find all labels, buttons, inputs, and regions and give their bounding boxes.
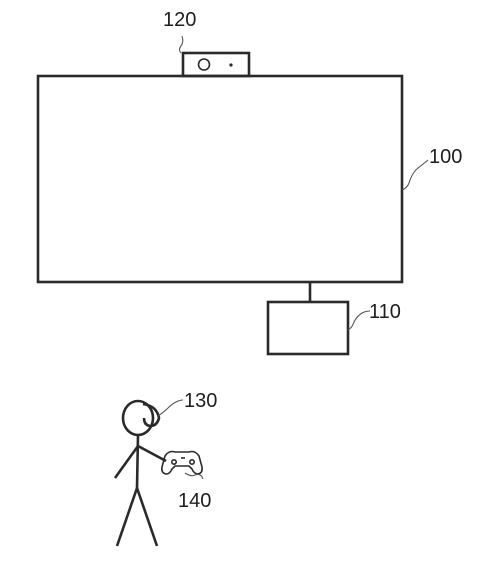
leader-130 — [157, 399, 184, 417]
camera-lens-icon — [197, 58, 211, 71]
display-screen — [36, 74, 404, 284]
leader-100 — [401, 159, 429, 191]
label-user-130: 130 — [184, 390, 217, 412]
camera-device — [181, 51, 251, 78]
leader-120 — [178, 35, 184, 54]
camera-indicator-icon — [229, 63, 233, 67]
game-controller — [161, 450, 203, 475]
controller-icon — [161, 450, 203, 475]
headset-icon — [142, 402, 161, 428]
label-display-100: 100 — [429, 146, 462, 168]
user-figure — [113, 399, 167, 547]
label-camera-120: 120 — [163, 9, 196, 31]
console-box — [266, 300, 350, 356]
leader-110 — [347, 310, 371, 331]
label-console-110: 110 — [369, 301, 401, 323]
leader-140 — [184, 472, 204, 480]
label-controller-140: 140 — [178, 490, 211, 512]
